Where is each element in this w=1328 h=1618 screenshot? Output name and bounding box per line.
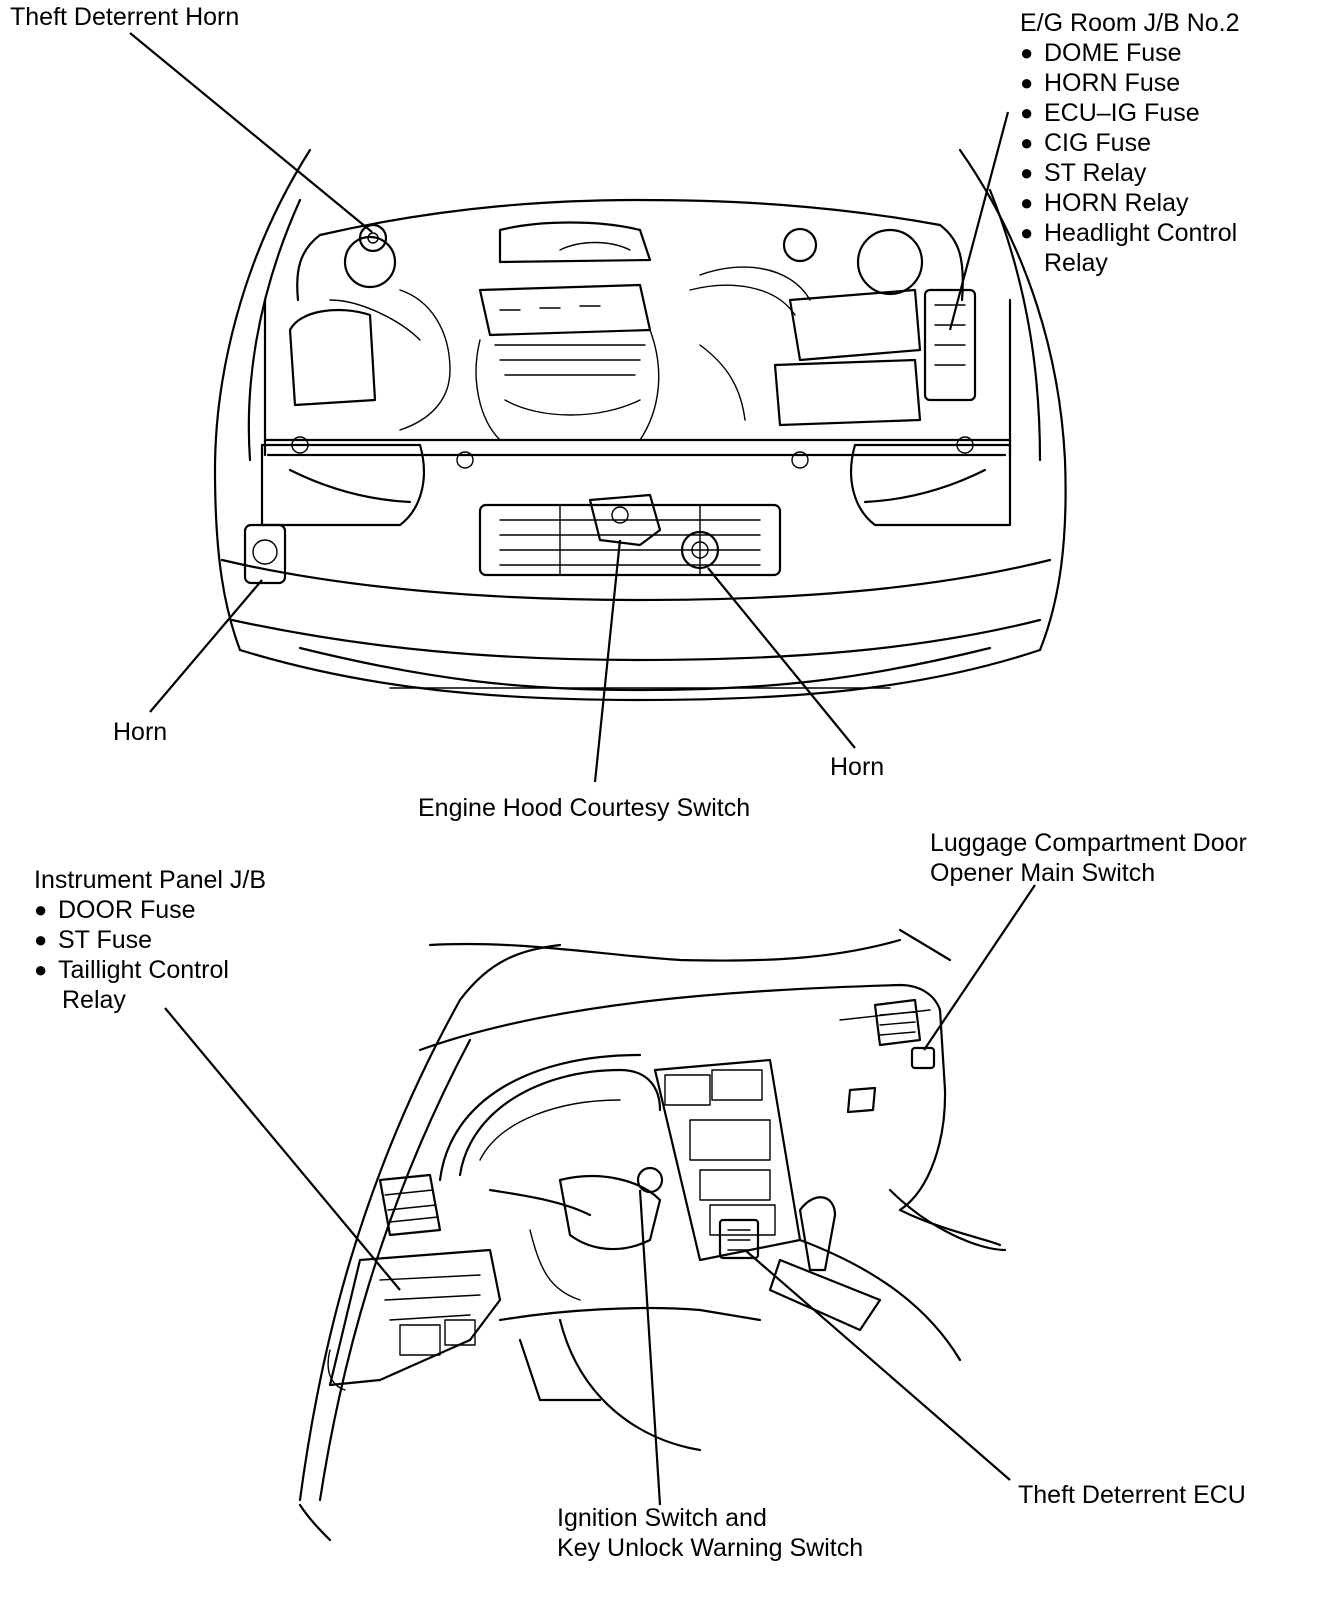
eg-jb-item: HORN Relay [1020,188,1240,218]
eg-jb-item: CIG Fuse [1020,128,1240,158]
ignition-line-2: Key Unlock Warning Switch [557,1534,864,1562]
eg-jb-item: Headlight Control [1020,218,1240,248]
label-eg-room-jb: E/G Room J/B No.2 DOME Fuse HORN Fuse EC… [1020,8,1240,278]
ip-jb-item: ST Fuse [34,925,266,955]
top-leader-lines [129,32,1010,783]
ignition-line-1: Ignition Switch and [557,1504,767,1532]
dashboard-drawing [298,928,1007,1542]
bottom-leader-lines [164,884,1036,1506]
eg-jb-title: E/G Room J/B No.2 [1020,9,1240,37]
label-engine-hood-courtesy-switch: Engine Hood Courtesy Switch [418,794,751,822]
luggage-line-2: Opener Main Switch [930,859,1156,887]
label-instrument-panel-jb: Instrument Panel J/B DOOR Fuse ST Fuse T… [34,865,266,1015]
eg-jb-item-cont: Relay [1044,249,1108,277]
luggage-line-1: Luggage Compartment Door [930,829,1247,857]
ip-jb-item: DOOR Fuse [34,895,266,925]
ip-jb-item-cont: Relay [62,986,126,1014]
label-horn-left: Horn [113,718,168,746]
eg-jb-item: HORN Fuse [1020,68,1240,98]
ip-jb-item: Taillight Control [34,955,266,985]
label-luggage-compartment-switch: Luggage Compartment Door Opener Main Swi… [930,828,1247,888]
label-theft-deterrent-horn: Theft Deterrent Horn [10,3,240,31]
eg-jb-item: ECU–IG Fuse [1020,98,1240,128]
label-ignition-switch: Ignition Switch and Key Unlock Warning S… [557,1503,863,1563]
eg-jb-item: ST Relay [1020,158,1240,188]
label-theft-deterrent-ecu: Theft Deterrent ECU [1018,1481,1246,1509]
ip-jb-title: Instrument Panel J/B [34,866,267,894]
eg-jb-item: DOME Fuse [1020,38,1240,68]
engine-compartment-drawing [213,148,1067,702]
label-horn-right: Horn [830,753,885,781]
